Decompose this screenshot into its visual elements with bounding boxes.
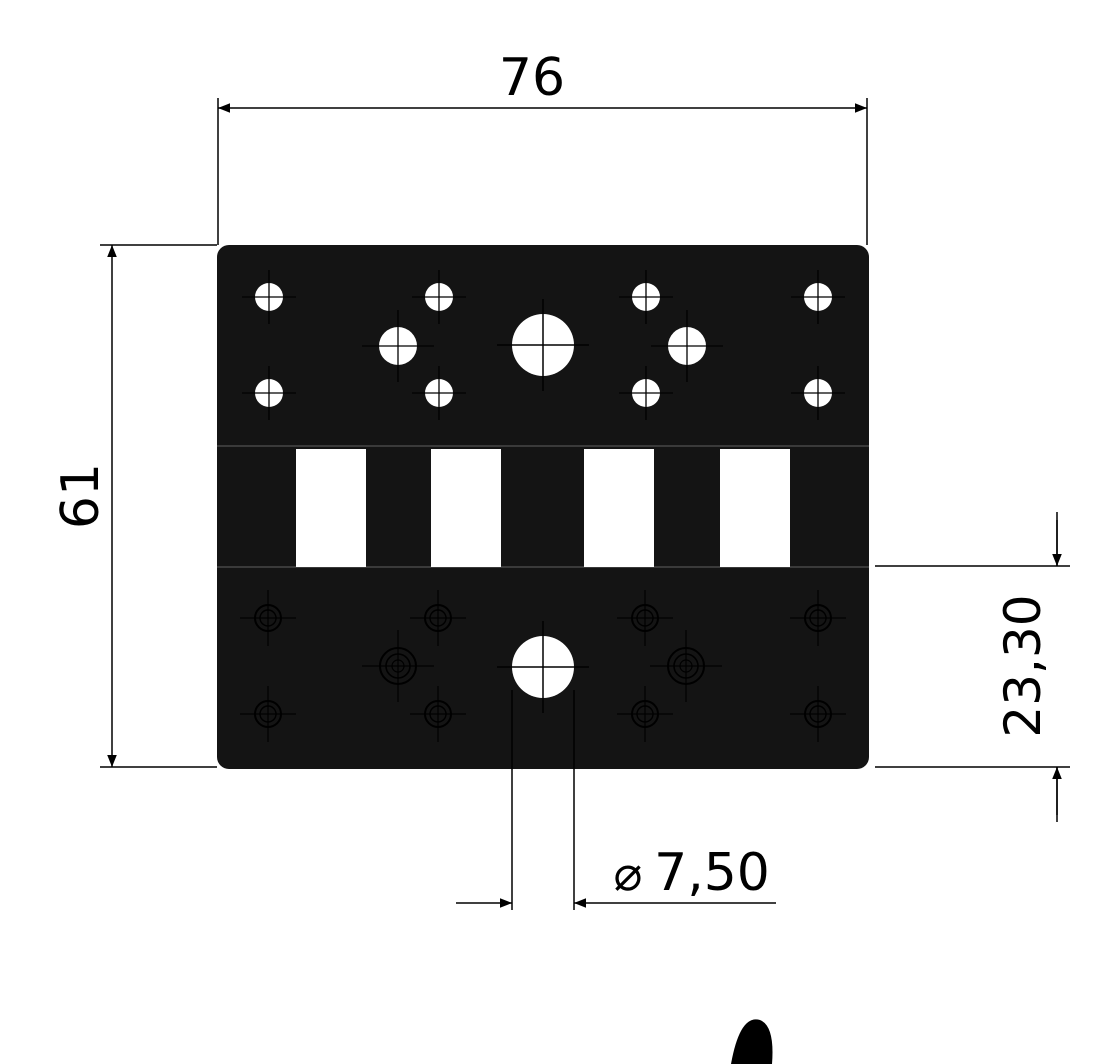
through-hole: [791, 270, 845, 324]
slot-group: [296, 449, 790, 567]
rect-slot: [584, 449, 654, 567]
through-hole: [791, 366, 845, 420]
medium-hole: [651, 310, 723, 382]
counterbored-hole-large: [362, 630, 434, 702]
counterbored-hole: [410, 686, 466, 742]
medium-hole: [362, 310, 434, 382]
through-hole: [412, 366, 466, 420]
width-dimension-label: 76: [499, 48, 565, 108]
diameter-symbol: ⌀: [614, 846, 643, 902]
cropped-shape-fragment: [731, 1019, 773, 1064]
counterbored-hole: [790, 590, 846, 646]
counterbored-hole: [240, 686, 296, 742]
height-dimension-label: 61: [51, 463, 111, 529]
through-hole: [412, 270, 466, 324]
rect-slot: [720, 449, 790, 567]
counterbored-hole: [240, 590, 296, 646]
through-hole: [242, 366, 296, 420]
height-dimension: [100, 244, 217, 768]
through-hole: [619, 270, 673, 324]
mounting-plate: [217, 245, 869, 769]
center-hole-lower: [497, 621, 589, 713]
diameter-dimension: [456, 690, 776, 910]
counterbored-hole: [790, 686, 846, 742]
plate-body: [217, 245, 869, 769]
center-hole-upper: [497, 299, 589, 391]
counterbored-hole: [617, 686, 673, 742]
width-dimension: [217, 98, 868, 245]
offset-dimension-label: 23,30: [994, 594, 1052, 737]
upper-hole-group: [242, 270, 845, 420]
through-hole: [242, 270, 296, 324]
rect-slot: [296, 449, 366, 567]
lower-hole-group: [240, 590, 846, 742]
rect-slot: [431, 449, 501, 567]
counterbored-hole: [410, 590, 466, 646]
offset-dimension: [875, 512, 1070, 822]
counterbored-hole: [617, 590, 673, 646]
through-hole: [619, 366, 673, 420]
counterbored-hole-large: [650, 630, 722, 702]
diameter-dimension-label: 7,50: [654, 843, 770, 903]
